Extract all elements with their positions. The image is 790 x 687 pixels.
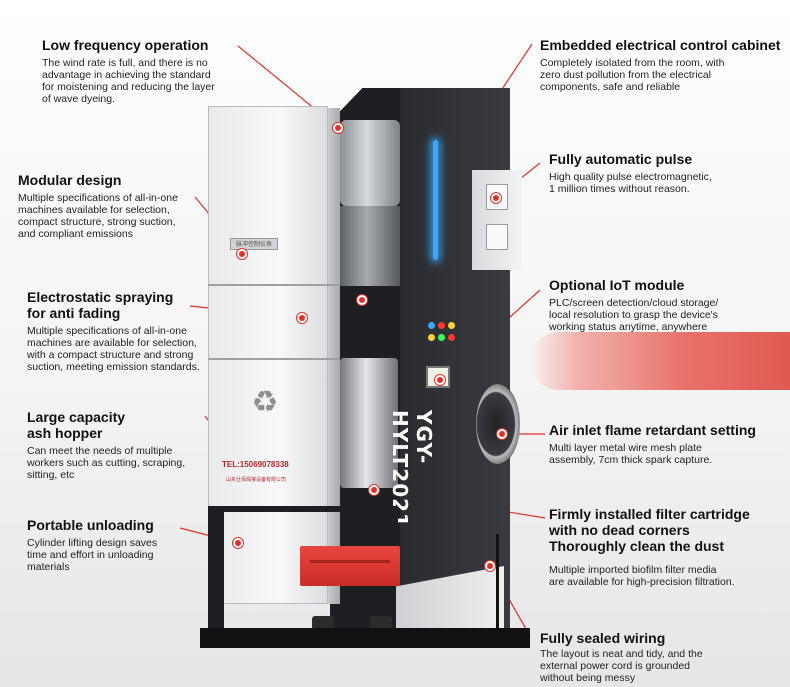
callout-dot — [435, 375, 445, 385]
feature-desc: Multiple specifications of all-in-one ma… — [18, 192, 178, 240]
callout-dot — [369, 485, 379, 495]
sealed-cable — [496, 534, 499, 628]
callout-dot — [297, 313, 307, 323]
feature-desc: The layout is neat and tidy, and the ext… — [540, 648, 703, 684]
feature-wiring: Fully sealed wiring The layout is neat a… — [540, 630, 780, 684]
callout-dot — [237, 249, 247, 259]
model-label: YGY-HYLT2021 — [388, 410, 436, 528]
fan-motor — [340, 120, 400, 206]
drawer-wheel — [312, 616, 334, 630]
feature-title: Portable unloading — [27, 517, 154, 533]
control-buttons — [428, 322, 456, 346]
cabinet-seam — [208, 284, 340, 286]
feature-control-cabinet: Embedded electrical control cabinet Comp… — [540, 37, 788, 93]
feature-title: Optional IoT module — [549, 277, 685, 293]
feature-title: Electrostatic spraying for anti fading — [27, 289, 174, 321]
red-accent-band — [530, 332, 790, 390]
status-light-strip — [433, 140, 438, 260]
callout-dot — [333, 123, 343, 133]
feature-title: Large capacity ash hopper — [27, 409, 126, 441]
feature-title: Modular design — [18, 172, 122, 188]
feature-pulse: Fully automatic pulse High quality pulse… — [549, 151, 787, 195]
cabinet-panel-label: 脉冲控制仪表 — [230, 238, 278, 250]
feature-desc: Can meet the needs of multiple workers s… — [27, 445, 186, 481]
pulse-control-panel — [472, 170, 522, 270]
company-label: 山东仕佰焊接设备有限公司 — [226, 477, 287, 483]
feature-ash-hopper: Large capacity ash hopper Can meet the n… — [27, 409, 227, 481]
feature-desc: Multiple specifications of all-in-one ma… — [27, 325, 200, 373]
feature-modular: Modular design Multiple specifications o… — [18, 172, 238, 240]
feature-title: Firmly installed filter cartridge with n… — [549, 506, 750, 554]
callout-dot — [233, 538, 243, 548]
recycle-icon: ♻ — [251, 385, 279, 420]
hopper-frame — [208, 506, 398, 512]
fan-motor-body — [340, 206, 400, 286]
feature-desc: Cylinder lifting design saves time and e… — [27, 537, 158, 573]
dust-collector-machine: 脉冲控制仪表 ♻ TEL:15069078338 山东仕佰焊接设备有限公司 YG… — [200, 88, 530, 648]
drawer-wheel — [370, 616, 392, 630]
feature-title: Fully automatic pulse — [549, 151, 693, 167]
feature-desc: PLC/screen detection/cloud storage/ loca… — [549, 297, 719, 333]
callout-dot — [357, 295, 367, 305]
machine-base — [200, 628, 530, 648]
feature-filter: Firmly installed filter cartridge with n… — [549, 506, 789, 588]
feature-desc: Multiple imported biofilm filter media a… — [549, 564, 735, 588]
callout-dot — [491, 193, 501, 203]
filter-cabinet-front — [208, 106, 328, 604]
frame-leg — [208, 506, 224, 636]
cabinet-seam — [208, 358, 340, 360]
feature-electrostatic: Electrostatic spraying for anti fading M… — [27, 289, 257, 373]
filter-cabinet-side — [328, 108, 340, 604]
air-inlet — [476, 384, 520, 464]
callout-dot — [497, 429, 507, 439]
feature-desc: High quality pulse electromagnetic, 1 mi… — [549, 171, 712, 195]
filter-cartridge — [340, 358, 398, 488]
feature-low-frequency: Low frequency operation The wind rate is… — [42, 37, 282, 105]
feature-air-inlet: Air inlet flame retardant setting Multi … — [549, 422, 787, 466]
feature-iot: Optional IoT module PLC/screen detection… — [549, 277, 787, 333]
feature-title: Low frequency operation — [42, 37, 209, 53]
pulse-valve — [486, 224, 508, 250]
feature-desc: Completely isolated from the room, with … — [540, 57, 725, 93]
feature-desc: The wind rate is full, and there is no a… — [42, 57, 215, 105]
ash-drawer — [300, 546, 400, 586]
feature-title: Embedded electrical control cabinet — [540, 37, 781, 53]
feature-desc: Multi layer metal wire mesh plate assemb… — [549, 442, 713, 466]
feature-title: Fully sealed wiring — [540, 630, 666, 646]
callout-dot — [485, 561, 495, 571]
feature-title: Air inlet flame retardant setting — [549, 422, 756, 438]
phone-label: TEL:15069078338 — [222, 460, 289, 469]
feature-unloading: Portable unloading Cylinder lifting desi… — [27, 517, 217, 573]
